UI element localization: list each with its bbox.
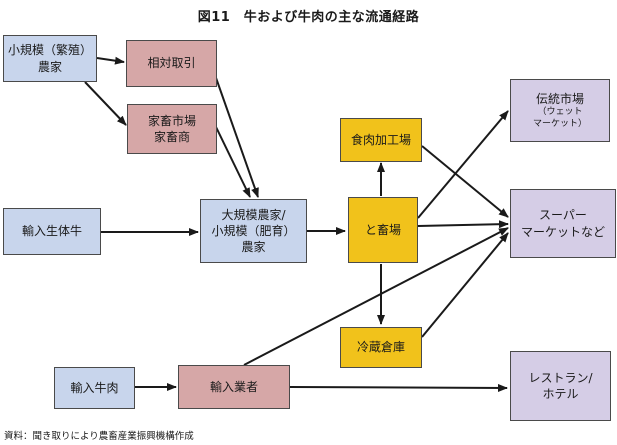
- node-cold-storage-line1: 冷蔵倉庫: [356, 340, 405, 355]
- node-restaurant-line2: ホテル: [542, 387, 579, 401]
- arrow-meatprocessing-to-supermarket: [421, 145, 509, 218]
- arrow-smallfarm-to-directtrade: [96, 56, 125, 65]
- node-traditional-market: 伝統市場 （ウェット マーケット）: [510, 79, 610, 142]
- source-note: 資料：聞き取りにより農畜産業振興機構作成: [4, 431, 194, 442]
- arrow-coldstorage-to-supermarket: [421, 232, 509, 338]
- arrow-livestockmarket-to-fattening: [215, 126, 251, 198]
- node-restaurant: レストラン/ ホテル: [510, 351, 611, 421]
- node-slaughterhouse: と畜場: [348, 197, 418, 263]
- node-imported-beef-line1: 輸入牛肉: [70, 380, 119, 395]
- node-supermarket-line2: マーケットなど: [520, 224, 605, 239]
- node-traditional-market-line1: 伝統市場: [535, 91, 584, 106]
- node-supermarket: スーパー マーケットなど: [510, 189, 616, 258]
- node-imported-cattle: 輸入生体牛: [3, 208, 101, 255]
- node-cold-storage: 冷蔵倉庫: [340, 327, 422, 368]
- node-direct-trade-line1: 相対取引: [147, 56, 196, 71]
- node-importer: 輸入業者: [178, 365, 290, 409]
- node-small-farm-line2: 農家: [37, 59, 62, 74]
- node-imported-beef: 輸入牛肉: [54, 367, 135, 409]
- node-meat-processing-line1: 食肉加工場: [350, 132, 411, 147]
- node-fattening-farm-line3: 農家: [241, 240, 266, 255]
- node-traditional-market-sub1: （ウェット: [537, 106, 583, 117]
- node-fattening-farm: 大規模農家/ 小規模（肥育） 農家: [200, 199, 307, 263]
- node-livestock-market-line2: 家畜商: [153, 130, 190, 144]
- node-fattening-farm-line2: 小規模（肥育）: [211, 223, 296, 238]
- node-traditional-market-sub2: マーケット）: [532, 118, 587, 129]
- node-small-farm-line1: 小規模（繁殖）: [7, 43, 92, 58]
- diagram-title: 図11 牛および牛肉の主な流通経路: [197, 10, 420, 25]
- node-restaurant-line1: レストラン/: [528, 370, 593, 385]
- arrow-slaughterhouse-to-traditionalmarket: [417, 110, 509, 219]
- arrow-slaughterhouse-to-supermarket: [417, 220, 509, 229]
- arrow-importer-to-supermarket: [243, 227, 509, 366]
- node-fattening-farm-line1: 大規模農家/: [221, 207, 286, 222]
- node-importer-line1: 輸入業者: [209, 379, 258, 394]
- arrow-importer-to-restaurant: [289, 383, 508, 392]
- node-meat-processing: 食肉加工場: [340, 118, 422, 162]
- node-livestock-market-line1: 家畜市場: [147, 113, 196, 128]
- node-imported-cattle-line1: 輸入生体牛: [21, 224, 82, 239]
- arrow-smallfarm-to-livestockmarket: [84, 81, 127, 126]
- node-supermarket-line1: スーパー: [539, 208, 587, 223]
- arrow-directtrade-to-fattening: [214, 74, 259, 198]
- node-slaughterhouse-line1: と畜場: [364, 222, 401, 237]
- node-small-farm: 小規模（繁殖） 農家: [3, 35, 97, 82]
- node-livestock-market: 家畜市場 家畜商: [127, 104, 217, 154]
- node-direct-trade: 相対取引: [126, 40, 217, 87]
